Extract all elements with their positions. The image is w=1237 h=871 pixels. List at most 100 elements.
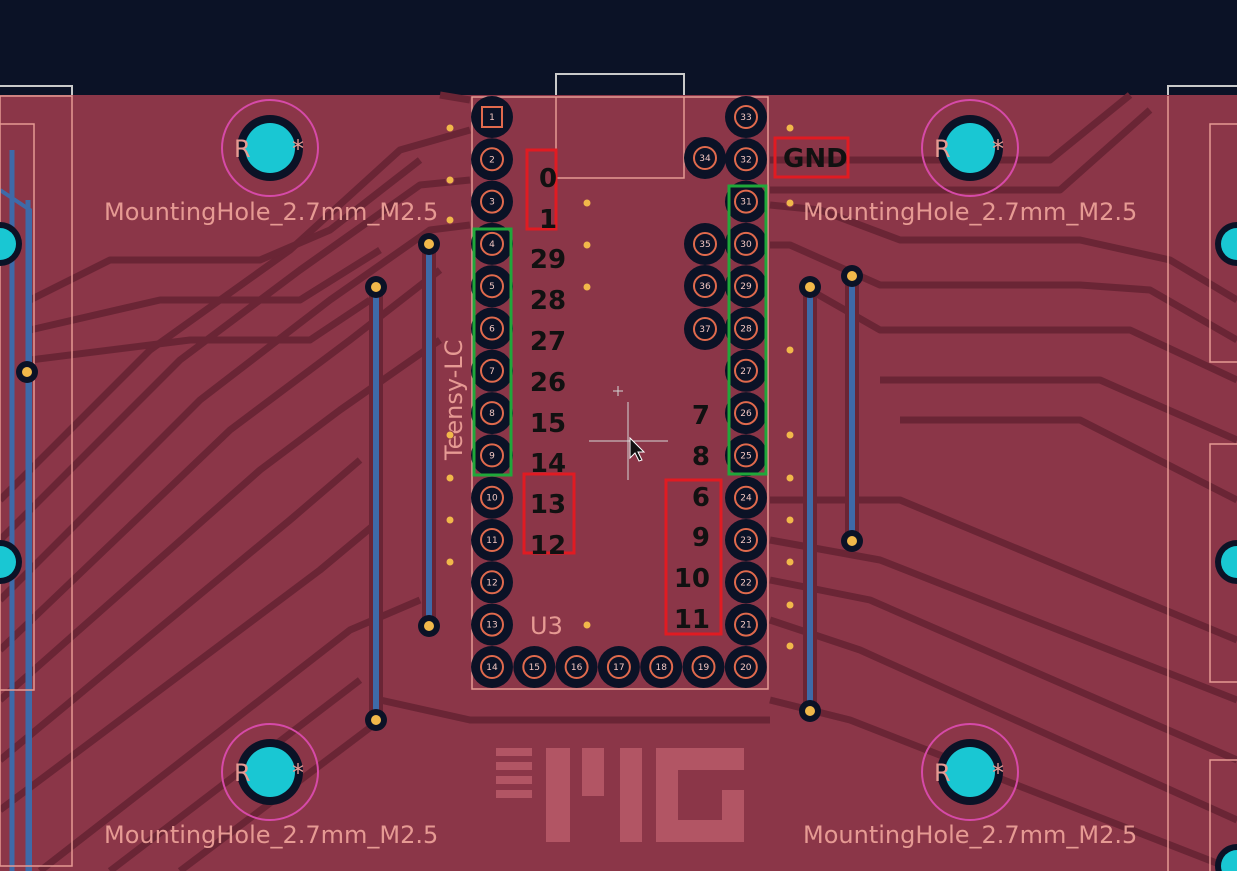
pin-pad[interactable]: 27 xyxy=(725,349,767,392)
pin-pad[interactable]: 7 xyxy=(471,349,513,392)
pin-pad[interactable]: 23 xyxy=(725,519,767,561)
pin-label: 7 xyxy=(692,401,710,431)
pin-number: 4 xyxy=(489,240,495,250)
pin-pad[interactable]: 28 xyxy=(725,307,767,350)
pin-pad[interactable]: 8 xyxy=(471,392,513,435)
pin-number: 8 xyxy=(489,409,495,419)
pin-number: 14 xyxy=(486,663,498,673)
logo-silkscreen xyxy=(496,748,744,842)
pin-pad[interactable]: 4 xyxy=(471,222,513,265)
pin-label: 9 xyxy=(692,523,710,553)
footprint-name: Teensy-LC xyxy=(440,340,468,461)
pin-pad[interactable]: 32 xyxy=(725,138,767,181)
pin-label: 12 xyxy=(530,531,566,561)
pin-number: 11 xyxy=(486,536,497,546)
mounting-hole-star: * xyxy=(992,759,1004,787)
pin-label: 28 xyxy=(530,286,566,316)
pin-number: 30 xyxy=(740,240,752,250)
pin-pad[interactable]: 22 xyxy=(725,561,767,604)
pin-pad[interactable]: 31 xyxy=(725,180,767,223)
pin-number: 3 xyxy=(489,198,495,208)
pin-pad[interactable]: 5 xyxy=(471,265,513,308)
copper-traces xyxy=(0,91,1237,871)
pin-number: 1 xyxy=(489,113,495,123)
pin-pad[interactable]: 11 xyxy=(471,519,513,561)
pin-number: 29 xyxy=(740,282,752,292)
pin-number: 31 xyxy=(740,198,751,208)
pin-pad[interactable]: 10 xyxy=(471,476,513,519)
pin-number: 15 xyxy=(529,663,540,673)
pin-pad[interactable]: 9 xyxy=(471,434,513,477)
pin-pad[interactable]: 24 xyxy=(725,476,767,519)
pin-label: 11 xyxy=(674,605,710,635)
pin-number: 23 xyxy=(740,536,751,546)
pin-number: 22 xyxy=(740,578,751,588)
pin-number: 10 xyxy=(486,494,498,504)
pin-number: 12 xyxy=(486,578,497,588)
pin-pad[interactable]: 13 xyxy=(471,603,513,646)
pin-pad[interactable]: 6 xyxy=(471,307,513,350)
highlight-box-green xyxy=(727,184,768,476)
pin-pad[interactable]: 35 xyxy=(684,223,726,265)
pin-pad[interactable]: 14 xyxy=(471,646,513,688)
mounting-hole-top-right[interactable]: R * xyxy=(921,99,1019,197)
mouse-pointer-icon xyxy=(629,436,646,462)
pin-pad[interactable]: 34 xyxy=(684,137,726,179)
highlight-box-green xyxy=(472,227,513,477)
pin-pad[interactable]: 15 xyxy=(513,646,556,688)
mounting-hole-bottom-right[interactable]: R * xyxy=(921,723,1019,821)
mounting-hole-bottom-left[interactable]: R * xyxy=(221,723,319,821)
edge-holes xyxy=(0,222,1237,871)
canvas-background xyxy=(0,0,1237,95)
mounting-hole-label: MountingHole_2.7mm_M2.5 xyxy=(104,821,438,849)
mounting-hole-top-left[interactable]: R * xyxy=(221,99,319,197)
pin-number: 20 xyxy=(740,663,752,673)
pin-pad[interactable]: 20 xyxy=(724,646,767,688)
pin-number: 7 xyxy=(489,367,495,377)
pin-number: 27 xyxy=(740,367,751,377)
pin-pad[interactable]: 33 xyxy=(725,96,767,138)
pin-pad[interactable]: 12 xyxy=(471,561,513,604)
pin-pad[interactable]: 19 xyxy=(682,646,725,688)
pin-pad[interactable]: 37 xyxy=(684,308,726,350)
pin-label: 6 xyxy=(692,483,710,513)
mounting-hole-ref: R xyxy=(234,759,251,787)
mounting-hole-ref: R xyxy=(234,135,251,163)
pin-pad[interactable]: 1 xyxy=(471,96,513,138)
pin-pad[interactable]: 18 xyxy=(640,646,683,688)
pin-pad[interactable]: 29 xyxy=(725,265,767,308)
pin-pad[interactable]: 26 xyxy=(725,392,767,435)
trace-vias xyxy=(16,233,863,731)
pin-label: 10 xyxy=(674,564,710,594)
mounting-hole-label: MountingHole_2.7mm_M2.5 xyxy=(803,198,1137,226)
pin-number: 36 xyxy=(699,282,711,292)
pin-number: 35 xyxy=(699,240,710,250)
pin-number: 21 xyxy=(740,621,751,631)
crosshair-cursor xyxy=(589,386,668,480)
mounting-hole-label: MountingHole_2.7mm_M2.5 xyxy=(803,821,1137,849)
pin-pad[interactable]: 30 xyxy=(725,222,767,265)
pin-number: 17 xyxy=(613,663,624,673)
teensy-pins[interactable]: 1234567891011121333323130292827262524232… xyxy=(471,96,767,688)
pin-pad[interactable]: 3 xyxy=(471,180,513,223)
pin-label: 14 xyxy=(530,449,566,479)
pin-number: 28 xyxy=(740,325,752,335)
pin-label: 29 xyxy=(530,245,566,275)
pin-pad[interactable]: 16 xyxy=(555,646,598,688)
teensy-footprint[interactable]: Teensy-LC U3 xyxy=(440,96,769,690)
pin-pad[interactable]: 25 xyxy=(725,434,767,477)
pin-pad[interactable]: 17 xyxy=(597,646,640,688)
pin-pad[interactable]: 36 xyxy=(684,265,726,307)
highlight-box-red xyxy=(522,472,576,555)
pin-label: 26 xyxy=(530,368,566,398)
highlight-box-red xyxy=(773,136,850,179)
pin-pad[interactable]: 2 xyxy=(471,138,513,181)
pin-number: 6 xyxy=(489,325,495,335)
pin-pad[interactable]: 21 xyxy=(725,603,767,646)
pin-number: 37 xyxy=(699,325,710,335)
mounting-hole-ref: R xyxy=(934,135,951,163)
